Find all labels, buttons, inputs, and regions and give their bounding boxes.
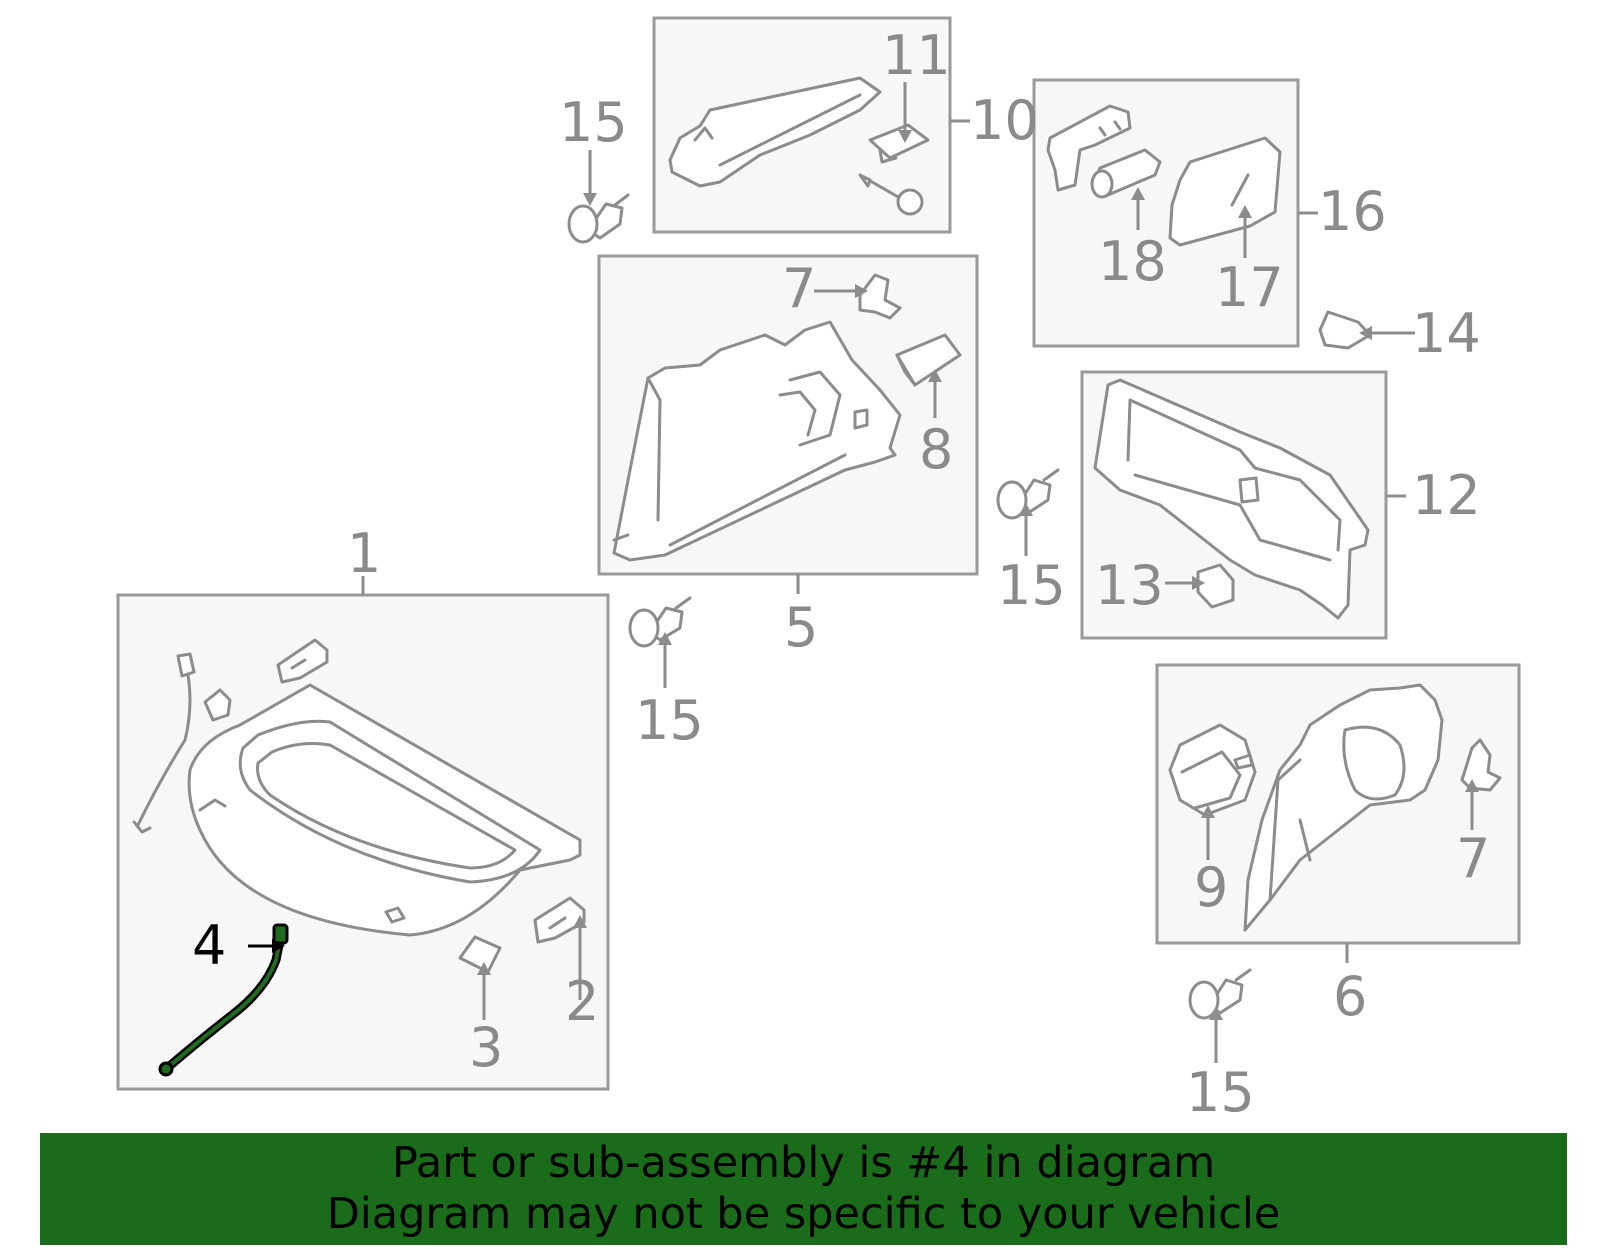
banner-line-1: Part or sub-assembly is #4 in diagram bbox=[391, 1138, 1216, 1188]
callout-13: 13 bbox=[1095, 554, 1164, 617]
leader-lines bbox=[248, 82, 1474, 1063]
leader-arrowheads bbox=[477, 130, 1479, 1020]
callout-7-top: 7 bbox=[782, 257, 816, 320]
pad-13 bbox=[1196, 563, 1235, 609]
pin-clip bbox=[858, 173, 924, 216]
pad-11 bbox=[868, 123, 930, 164]
callout-8: 8 bbox=[919, 418, 953, 481]
callout-11: 11 bbox=[882, 24, 951, 87]
callout-15-d: 15 bbox=[1186, 1061, 1255, 1124]
bulb-socket-18 bbox=[1090, 148, 1162, 199]
hinge-bracket-2 bbox=[533, 896, 586, 944]
leader-arrowhead-4 bbox=[272, 939, 285, 953]
push-pin-15-d bbox=[1188, 968, 1252, 1020]
pad-3 bbox=[458, 935, 502, 974]
lamp-housing-9 bbox=[1168, 723, 1257, 817]
callout-10: 10 bbox=[970, 89, 1039, 152]
clip-14 bbox=[1318, 310, 1372, 350]
lamp-17 bbox=[1168, 136, 1282, 247]
callout-18: 18 bbox=[1098, 230, 1167, 293]
callout-6: 6 bbox=[1333, 965, 1367, 1028]
cover-8 bbox=[895, 333, 962, 387]
callout-17: 17 bbox=[1215, 256, 1284, 319]
hinge-bracket-top bbox=[276, 638, 329, 684]
callout-5: 5 bbox=[784, 596, 818, 659]
callout-16: 16 bbox=[1318, 180, 1387, 243]
tray-cable bbox=[132, 652, 196, 834]
upper-trim-10 bbox=[668, 76, 882, 188]
callout-7-right: 7 bbox=[1456, 827, 1490, 890]
callout-1: 1 bbox=[347, 522, 381, 585]
callout-15-b: 15 bbox=[635, 689, 704, 752]
strap-part-4-highlighted bbox=[158, 923, 289, 1077]
banner-line-2: Diagram may not be specific to your vehi… bbox=[326, 1189, 1281, 1239]
info-banner: Part or sub-assembly is #4 in diagram Di… bbox=[40, 1133, 1567, 1245]
tray-clip-small bbox=[203, 688, 232, 722]
callout-15-a: 15 bbox=[559, 91, 628, 154]
quarter-trim-panel-6 bbox=[1243, 683, 1444, 932]
callout-14: 14 bbox=[1412, 302, 1481, 365]
sill-trim-12 bbox=[1093, 378, 1370, 620]
callout-15-c: 15 bbox=[997, 554, 1066, 617]
bracket-16 bbox=[1046, 104, 1132, 192]
quarter-trim-panel-5 bbox=[612, 320, 902, 562]
callout-4: 4 bbox=[192, 914, 226, 977]
callout-12: 12 bbox=[1412, 464, 1481, 527]
callout-9: 9 bbox=[1194, 856, 1228, 919]
callout-3: 3 bbox=[469, 1016, 503, 1079]
clip-7-top bbox=[858, 273, 902, 320]
push-pin-15-a bbox=[567, 193, 630, 244]
push-pin-15-b bbox=[628, 596, 692, 648]
callout-2: 2 bbox=[565, 970, 599, 1033]
package-tray-panel bbox=[187, 683, 582, 937]
